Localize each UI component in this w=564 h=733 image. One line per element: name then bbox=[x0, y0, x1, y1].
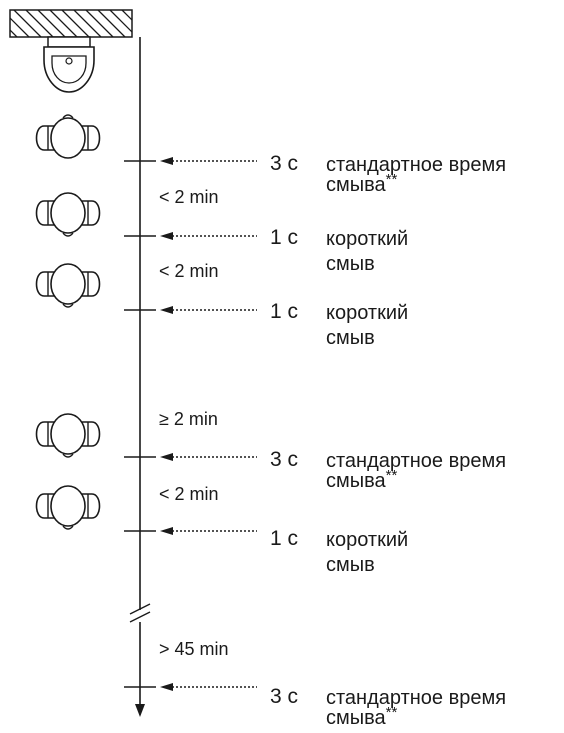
flush-label-line2: смыва** bbox=[326, 467, 397, 492]
flush-duration: 1 с bbox=[270, 527, 298, 550]
flush-label-line1: короткий bbox=[326, 529, 408, 551]
interval-label: < 2 min bbox=[159, 261, 219, 281]
flush-label-line2: смыва** bbox=[326, 171, 397, 196]
flush-label-line1: стандартное время bbox=[326, 450, 506, 472]
flush-label-line2: смыва** bbox=[326, 704, 397, 729]
flush-label-line2: смыв bbox=[326, 253, 375, 275]
flush-label-line1: короткий bbox=[326, 302, 408, 324]
flush-duration: 3 с bbox=[270, 685, 298, 708]
person-top-view-icon bbox=[35, 114, 101, 159]
timeline-axis bbox=[135, 37, 145, 717]
flush-label-line2: смыв bbox=[326, 327, 375, 349]
person-top-view-icon bbox=[35, 192, 101, 237]
interval-label: > 45 min bbox=[159, 639, 229, 659]
wall-hatch-icon bbox=[9, 9, 133, 38]
interval-label: < 2 min bbox=[159, 187, 219, 207]
flush-label-line2: смыв bbox=[326, 554, 375, 576]
interval-label: ≥ 2 min bbox=[159, 409, 218, 429]
flush-duration: 3 с bbox=[270, 152, 298, 175]
person-top-view-icon bbox=[35, 263, 101, 308]
flush-arrow bbox=[160, 527, 257, 535]
interval-label: < 2 min bbox=[159, 484, 219, 504]
flush-arrow bbox=[160, 306, 257, 314]
flush-label-line1: стандартное время bbox=[326, 687, 506, 709]
flush-arrow bbox=[160, 232, 257, 240]
flush-arrow bbox=[160, 453, 257, 461]
flush-duration: 1 с bbox=[270, 226, 298, 249]
flush-arrow bbox=[160, 157, 257, 165]
person-top-view-icon bbox=[35, 485, 101, 530]
axis-break-icon bbox=[129, 603, 151, 623]
flush-arrow bbox=[160, 683, 257, 691]
person-top-view-icon bbox=[35, 413, 101, 458]
urinal-sensor-icon bbox=[43, 36, 95, 93]
flush-duration: 3 с bbox=[270, 448, 298, 471]
flush-duration: 1 с bbox=[270, 300, 298, 323]
flush-label-line1: стандартное время bbox=[326, 154, 506, 176]
flush-label-line1: короткий bbox=[326, 228, 408, 250]
